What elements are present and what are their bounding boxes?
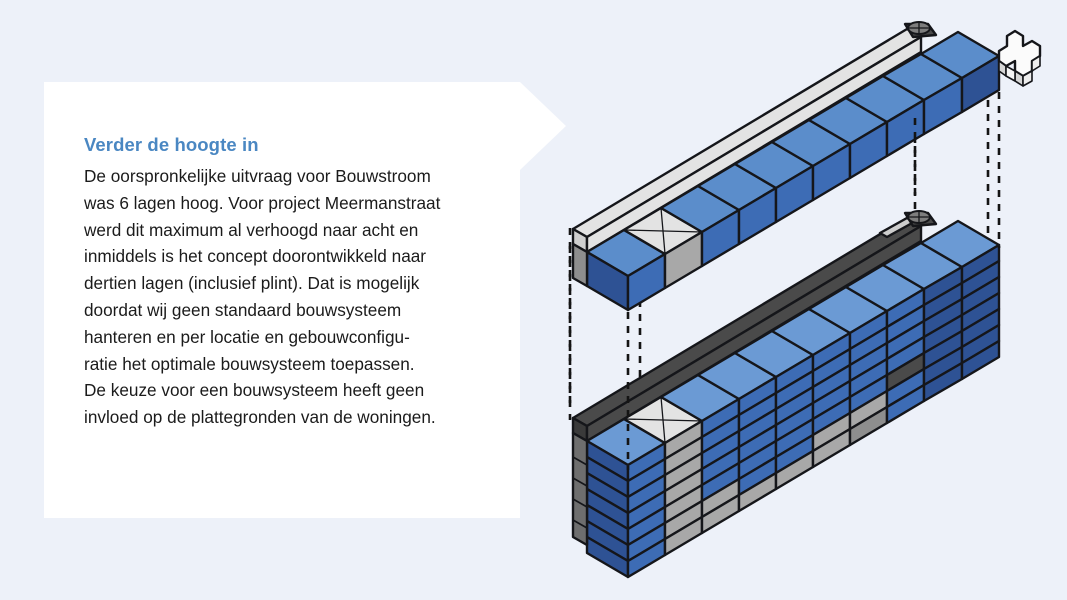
lower-block-lifting-hook <box>903 210 938 228</box>
lower-block-left-end <box>571 431 630 579</box>
callout-card-body <box>44 82 520 518</box>
callout-paragraph-line: was 6 lagen hoog. Voor project Meermanst… <box>84 192 441 213</box>
lower-block-roof-faces <box>585 219 1001 467</box>
lower-block-roof-rail <box>571 216 923 443</box>
callout-title: Verder de hoogte in <box>84 134 259 155</box>
lower-building-block <box>571 210 1001 579</box>
upper-module-front-face <box>626 54 1001 312</box>
callout-paragraph-line: De oorspronkelijke uitvraag voor Bouwstr… <box>84 166 431 186</box>
upper-module-roof-rail <box>571 27 923 254</box>
upper-module-lifting-hook <box>903 21 938 39</box>
callout-paragraph-line: dertien lagen (inclusief plint). Dat is … <box>84 273 420 294</box>
upper-module-x-brace <box>623 207 703 255</box>
callout-paragraph-line: inmiddels is het concept doorontwikkeld … <box>84 246 427 267</box>
upper-module-row <box>571 21 1001 312</box>
callout-paragraph-line: werd dit maximum al verhoogd naar acht e… <box>84 219 419 240</box>
lower-block-front-facade <box>626 243 1001 579</box>
callout-paragraph-line: invloed op de plattegronden van de wonin… <box>84 407 436 428</box>
upper-module-top-faces <box>585 30 1001 278</box>
callout-paragraph-line: De keuze voor een bouwsysteem heeft geen <box>84 380 425 401</box>
alignment-guide-lines-front <box>568 92 1001 470</box>
alignment-guide-lines <box>568 58 990 452</box>
upper-module-left-end <box>571 242 630 312</box>
callout-paragraph-line: hanteren en per locatie en gebouwconfigu… <box>84 326 410 347</box>
lower-block-x-brace <box>623 396 703 444</box>
callout-paragraph-line: doordat wij geen standaard bouwsysteem <box>84 299 402 320</box>
callout-paragraph-line: ratie het optimale bouwsysteem toepassen… <box>84 353 415 374</box>
plus-block-icon <box>997 29 1042 87</box>
callout-card: Verder de hoogte in De oorspronkelijke u… <box>44 82 566 518</box>
callout-tail-pointer <box>520 82 566 170</box>
callout-content: Verder de hoogte in De oorspronkelijke u… <box>84 134 484 431</box>
